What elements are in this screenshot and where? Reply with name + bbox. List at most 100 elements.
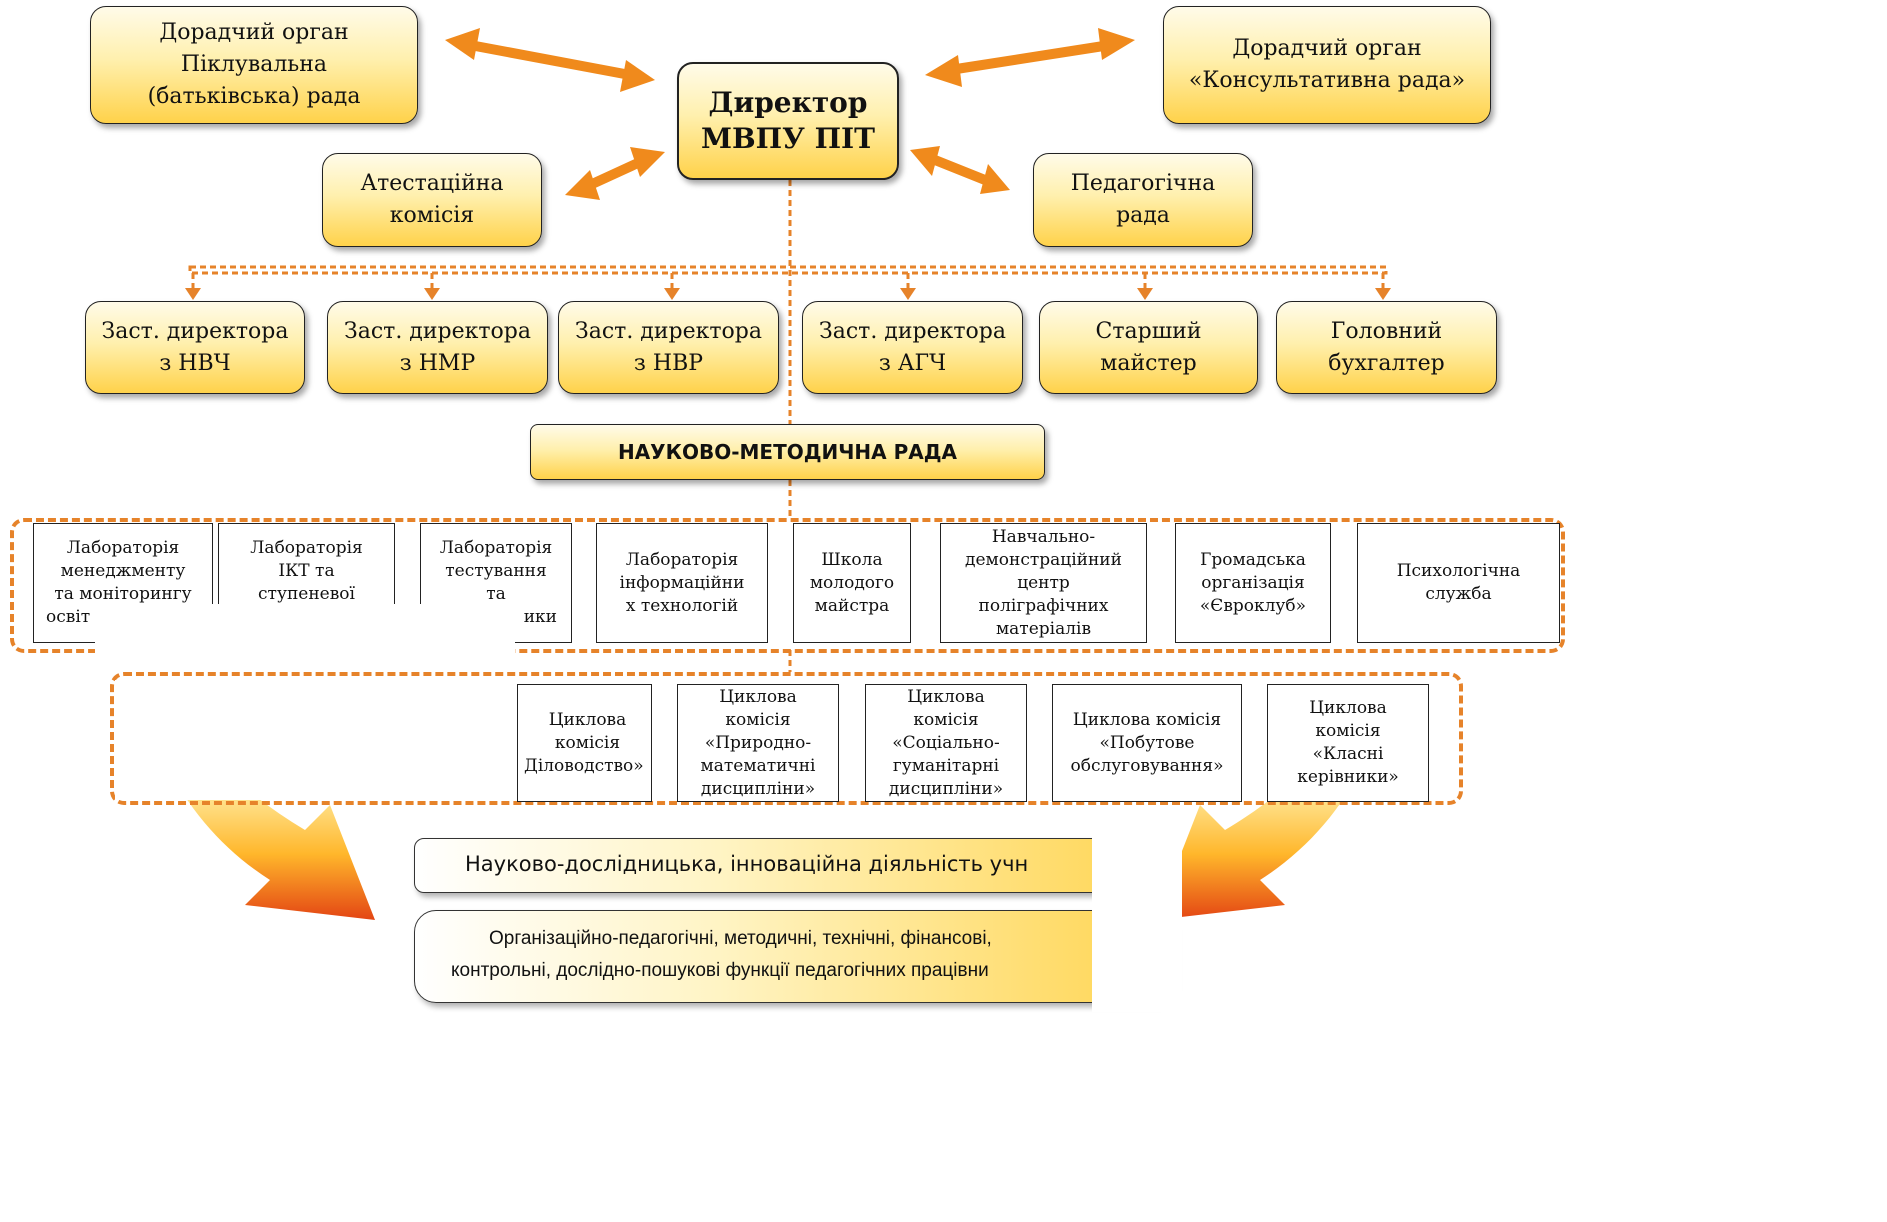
commission-line: Циклова <box>719 686 797 707</box>
lab-line: Лабораторія <box>66 538 180 558</box>
commission-line: Циклова <box>907 686 985 707</box>
attestation-commission: Атестаційна комісія <box>322 153 542 247</box>
advisory-line: Дорадчий орган <box>159 20 349 45</box>
deputy-line: з АГЧ <box>878 350 947 376</box>
nmr-label: НАУКОВО-МЕТОДИЧНА РАДА <box>617 440 958 464</box>
lab-line: Школа <box>821 549 883 570</box>
lab-line: «Євроклуб» <box>1199 595 1307 616</box>
lab-line: інформаційни <box>619 572 745 593</box>
commission-line: Циклова комісія <box>1072 709 1222 730</box>
lab-line: та <box>486 584 506 604</box>
lab-line: ІКТ та <box>278 561 335 581</box>
lab-line: матеріалів <box>995 618 1092 639</box>
lab-line: майстра <box>814 595 890 616</box>
commission-line: комісія <box>725 709 791 730</box>
pedagogical-council: Педагогічна рада <box>1033 153 1253 247</box>
deputy-line: з НМР <box>399 350 476 376</box>
commission-line: дисципліни» <box>888 778 1004 799</box>
deputy-line: з НВР <box>633 350 704 376</box>
commission-line: комісія <box>554 732 621 753</box>
lab-line: центр <box>1017 572 1070 593</box>
laboratories-frame <box>10 518 1565 653</box>
lab-line: менеджменту <box>60 561 186 581</box>
deputy-line: майстер <box>1100 350 1197 376</box>
commission-line: обслуговування» <box>1070 755 1224 776</box>
functions-text-line: Організаційно-педагогічні, методичні, те… <box>489 928 992 949</box>
functions-bar: Організаційно-педагогічні, методичні, те… <box>414 910 1174 1003</box>
deputy-nvch: Заст. директора з НВЧ <box>85 301 305 394</box>
lab-line: демонстраційний <box>965 549 1122 570</box>
lab-it: Лабораторія інформаційни х технологій <box>596 523 768 643</box>
commission-line: комісія <box>1315 721 1381 741</box>
lab-line: поліграфічних <box>978 595 1109 616</box>
overlay-cover-left <box>115 680 517 800</box>
overlay-cover-right <box>1092 832 1182 1012</box>
ped-council-line: рада <box>1116 203 1170 228</box>
functions-text-line: контрольні, дослідно-пошукові функції пе… <box>451 960 989 981</box>
research-activity-bar: Науково-дослідницька, інноваційна діяльн… <box>414 838 1174 893</box>
commission-line: дисципліни» <box>700 778 816 799</box>
connector-arrowheads <box>185 288 1391 300</box>
lab-line: служба <box>1425 584 1492 604</box>
scientific-methodical-council: НАУКОВО-МЕТОДИЧНА РАДА <box>530 424 1045 480</box>
lab-line: Громадська <box>1200 549 1306 570</box>
commission-line: Циклова <box>548 709 627 730</box>
double-arrow-icon <box>445 28 1135 200</box>
commission-class-teachers: Циклова комісія «Класні керівники» <box>1267 684 1429 802</box>
advisory-board-consultative: Дорадчий орган «Консультативна рада» <box>1163 6 1491 124</box>
psychological-service: Психологічна служба <box>1357 523 1560 643</box>
lab-line: х технологій <box>625 595 739 616</box>
lab-line: організація <box>1201 572 1305 593</box>
lab-line: Психологічна <box>1396 561 1521 581</box>
lab-line: тестування <box>445 561 547 581</box>
commission-line: Діловодство» <box>524 755 644 776</box>
deputy-nmr: Заст. директора з НМР <box>327 301 548 394</box>
research-activity-text: Науково-дослідницька, інноваційна діяльн… <box>465 852 1029 876</box>
demo-center: Навчально- демонстраційний центр полігра… <box>940 523 1147 643</box>
lab-line: Навчально- <box>991 526 1096 547</box>
attestation-line: комісія <box>389 203 475 228</box>
deputy-line: Головний <box>1330 318 1443 344</box>
director-line: Директор <box>708 86 868 119</box>
deputy-agch: Заст. директора з АГЧ <box>802 301 1023 394</box>
deputy-line: Заст. директора <box>344 318 531 344</box>
commission-line: математичні <box>700 755 816 776</box>
commission-line: «Соціально- <box>892 732 1000 753</box>
deputy-line: Старший <box>1095 318 1202 344</box>
euroclub: Громадська організація «Євроклуб» <box>1175 523 1331 643</box>
deputy-line: Заст. директора <box>575 318 762 344</box>
deputy-line: бухгалтер <box>1328 350 1445 376</box>
commissions-frame <box>110 672 1463 805</box>
lab-line: освіт <box>46 607 91 627</box>
overlay-cover <box>95 604 515 656</box>
commission-household-services: Циклова комісія «Побутове обслуговування… <box>1052 684 1242 802</box>
ped-council-line: Педагогічна <box>1070 171 1216 196</box>
director-box: Директор МВПУ ПІТ <box>677 62 899 180</box>
advisory-line: Дорадчий орган <box>1232 36 1422 61</box>
deputy-line: Заст. директора <box>819 318 1006 344</box>
advisory-line: (батьківська) рада <box>147 84 361 109</box>
commission-social-humanitarian: Циклова комісія «Соціально- гуманітарні … <box>865 684 1027 802</box>
lab-line: молодого <box>809 572 895 593</box>
commission-records: Циклова комісія Діловодство» <box>517 684 652 802</box>
attestation-line: Атестаційна <box>360 171 504 196</box>
commission-natural-math: Циклова комісія «Природно- математичні д… <box>677 684 839 802</box>
commission-line: «Побутове <box>1099 732 1195 753</box>
commission-line: гуманітарні <box>892 755 1000 776</box>
commission-line: комісія <box>913 709 979 730</box>
young-master-school: Школа молодого майстра <box>793 523 911 643</box>
commission-line: керівники» <box>1297 767 1399 787</box>
director-line: МВПУ ПІТ <box>701 122 875 155</box>
lab-line: та моніторингу <box>54 584 192 604</box>
deputy-line: Заст. директора <box>101 318 289 344</box>
commission-line: Циклова <box>1309 698 1387 718</box>
lab-line: ступеневої <box>258 584 355 604</box>
lab-line: Лабораторія <box>250 538 363 558</box>
advisory-line: «Консультативна рада» <box>1188 68 1466 93</box>
deputy-nvr: Заст. директора з НВР <box>558 301 779 394</box>
deputy-line: з НВЧ <box>159 350 231 376</box>
commission-line: «Класні <box>1312 744 1384 764</box>
advisory-board-parents: Дорадчий орган Піклувальна (батьківська)… <box>90 6 418 124</box>
advisory-line: Піклувальна <box>180 52 328 77</box>
senior-master: Старший майстер <box>1039 301 1258 394</box>
